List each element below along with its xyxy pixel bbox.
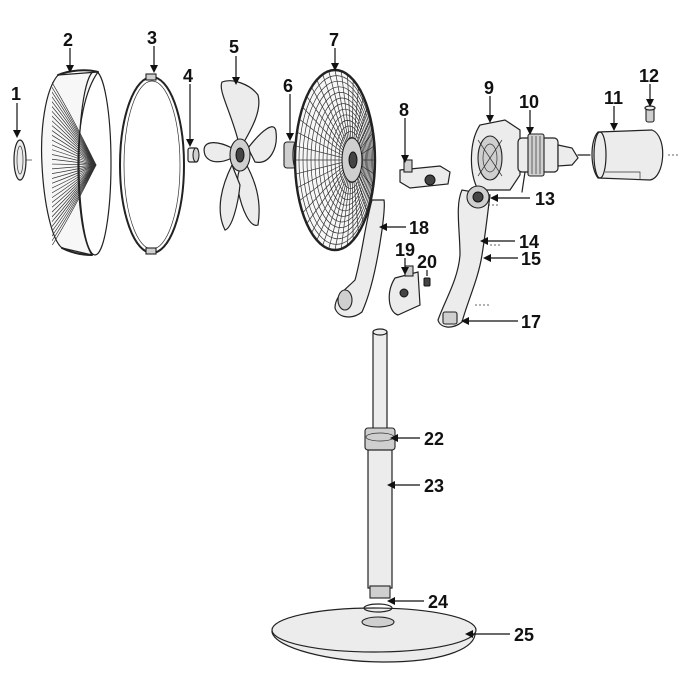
grill-wire <box>52 164 97 180</box>
leader-lines <box>13 46 654 638</box>
front-grill-part <box>41 69 112 256</box>
motor-cover-part <box>591 129 680 181</box>
grill-wire <box>52 117 97 166</box>
screw-part <box>423 277 431 287</box>
motor-part <box>517 133 591 193</box>
grill-wire <box>52 164 97 206</box>
part-label-13: 13 <box>535 189 555 209</box>
part-label-23: 23 <box>424 476 444 496</box>
grill-wire <box>52 164 97 252</box>
spinner-part <box>187 147 200 163</box>
part-label-8: 8 <box>399 100 409 120</box>
part-label-19: 19 <box>395 240 415 260</box>
part-label-15: 15 <box>521 249 541 269</box>
part-label-18: 18 <box>409 218 429 238</box>
grill-wire <box>52 106 97 166</box>
part-label-22: 22 <box>424 429 444 449</box>
part-labels: 1 2 3 4 5 6 7 8 9 10 11 12 13 14 15 17 1… <box>11 28 659 645</box>
part-label-20: 20 <box>417 252 437 272</box>
knob-part <box>644 105 656 123</box>
grill-wire <box>52 148 97 166</box>
base-part <box>271 603 477 663</box>
fan-blade-part <box>203 80 277 231</box>
part-label-17: 17 <box>521 312 541 332</box>
badge-part <box>13 139 32 181</box>
motor-housing-part <box>470 119 521 191</box>
rear-grill-part <box>293 68 377 252</box>
part-label-1: 1 <box>11 84 21 104</box>
neck-housing-part <box>437 185 500 328</box>
grill-wire <box>52 164 97 196</box>
part-label-7: 7 <box>329 30 339 50</box>
grill-wire <box>52 132 97 166</box>
part-label-5: 5 <box>229 37 239 57</box>
grill-wire <box>52 164 97 211</box>
part-label-6: 6 <box>283 76 293 96</box>
grill-wire <box>52 127 97 166</box>
grill-wire <box>52 164 97 175</box>
part-label-24: 24 <box>428 592 448 612</box>
part-label-3: 3 <box>147 28 157 48</box>
grill-wire <box>52 164 97 201</box>
grill-wire <box>52 164 97 186</box>
part-label-4: 4 <box>183 66 193 86</box>
grill-wire <box>52 111 97 166</box>
part-label-9: 9 <box>484 78 494 98</box>
part-label-25: 25 <box>514 625 534 645</box>
pole-part <box>364 328 396 599</box>
grill-wire <box>52 158 97 166</box>
part-label-11: 11 <box>604 88 623 108</box>
grill-wire <box>52 137 97 166</box>
part-label-10: 10 <box>519 92 539 112</box>
grill-ring-part <box>119 73 185 255</box>
part-label-12: 12 <box>639 66 659 86</box>
grill-wire <box>52 142 97 166</box>
grill-wire <box>52 122 97 166</box>
grill-wire <box>52 163 97 166</box>
grill-wire <box>52 164 97 170</box>
grill-wire <box>52 164 97 217</box>
part-label-14: 14 <box>519 232 539 252</box>
grill-wire <box>52 153 97 166</box>
part-label-2: 2 <box>63 30 73 50</box>
grill-wire <box>52 164 97 191</box>
mount-bracket-part <box>399 159 451 189</box>
